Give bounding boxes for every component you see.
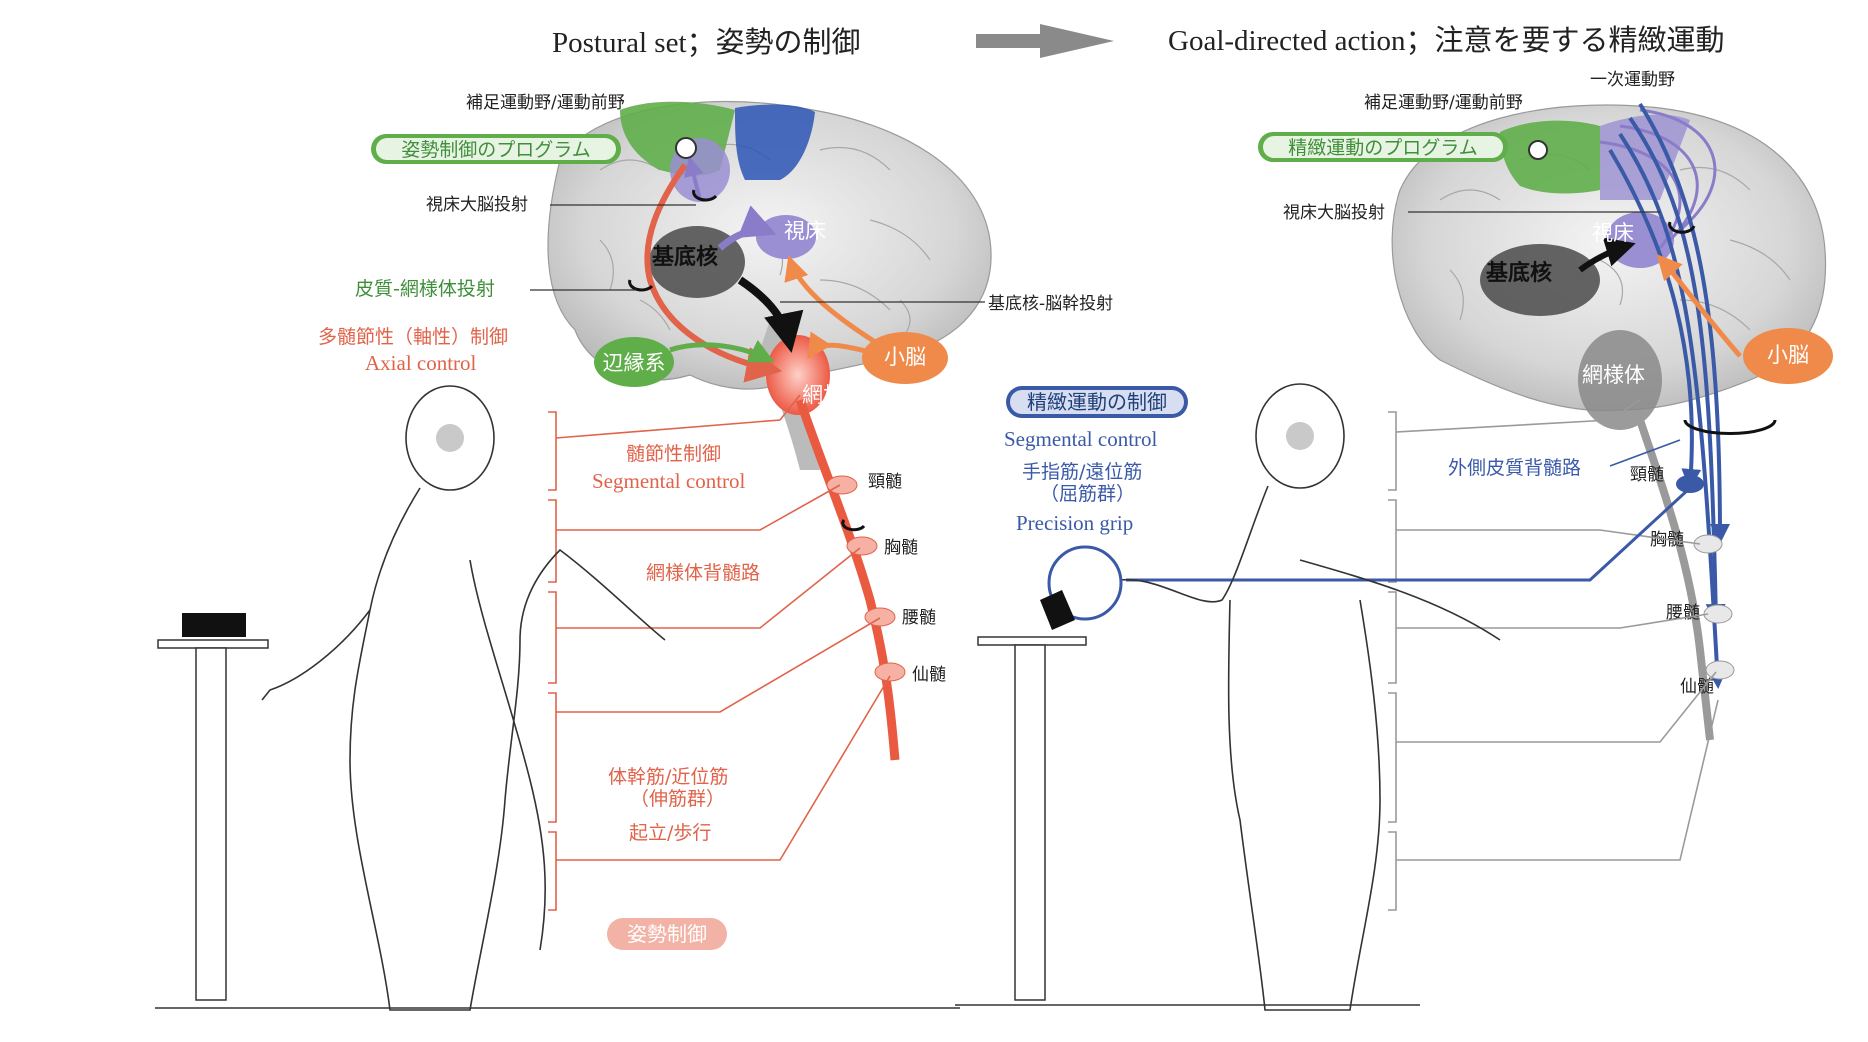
left-label-limbic: 辺縁系	[603, 351, 666, 375]
right-fine-control-pill: 精緻運動の制御	[1006, 386, 1188, 418]
right-label-primary-motor: 一次運動野	[1590, 70, 1675, 90]
left-label-reticulospinal: 網様体背髄路	[646, 562, 760, 584]
right-program-pill: 精緻運動のプログラム	[1258, 132, 1508, 162]
right-label-lateral-cst: 外側皮質背髄路	[1448, 457, 1581, 479]
left-label-bg-brainstem: 基底核-脳幹投射	[988, 293, 1113, 314]
right-label-sma: 補足運動野/運動前野	[1364, 93, 1523, 113]
right-label-flexors: （屈筋群）	[1040, 483, 1135, 505]
left-label-sacral: 仙髄	[912, 665, 946, 685]
right-label-precision-grip: Precision grip	[1016, 511, 1133, 535]
left-label-segmental-en: Segmental control	[592, 469, 746, 493]
left-postural-badge: 姿勢制御	[607, 918, 727, 950]
left-label-cervical: 頸髄	[868, 472, 902, 492]
left-spinal-cord	[800, 400, 905, 760]
left-label-sma: 補足運動野/運動前野	[466, 93, 625, 113]
right-brain	[1392, 104, 1833, 740]
left-label-thalamocortical: 視床大脳投射	[426, 195, 528, 215]
left-label-segmental-jp: 髄節性制御	[626, 443, 721, 465]
transition-arrow	[976, 24, 1114, 58]
title-left: Postural set；姿勢の制御	[552, 26, 861, 59]
left-program-label: 姿勢制御のプログラム	[401, 139, 590, 161]
left-label-axial-jp: 多髄節性（軸性）制御	[318, 326, 508, 348]
right-label-basal-ganglia: 基底核	[1486, 260, 1552, 286]
left-program-pill: 姿勢制御のプログラム	[371, 134, 621, 164]
right-label-reticular: 網様体	[1582, 363, 1645, 387]
left-label-thalamus: 視床	[784, 219, 826, 243]
left-label-lumbar: 腰髄	[902, 608, 936, 628]
right-label-finger: 手指筋/遠位筋	[1022, 461, 1142, 483]
left-postural-label: 姿勢制御	[627, 922, 707, 946]
left-label-corticoreticular: 皮質-網様体投射	[355, 278, 495, 300]
left-label-extensors: （伸筋群）	[630, 788, 725, 810]
left-label-trunk: 体幹筋/近位筋	[608, 766, 728, 788]
right-label-thalamus: 視床	[1592, 221, 1634, 245]
left-label-reticular: 網様体	[802, 383, 865, 407]
left-label-standing: 起立/歩行	[629, 822, 711, 844]
left-label-axial-en: Axial control	[365, 351, 477, 375]
left-label-thoracic: 胸髄	[884, 538, 918, 558]
right-label-thalamocortical: 視床大脳投射	[1283, 203, 1385, 223]
right-label-segmental-en: Segmental control	[1004, 427, 1158, 451]
right-fine-control-label: 精緻運動の制御	[1027, 390, 1167, 414]
left-label-cerebellum: 小脳	[884, 345, 926, 369]
right-program-label: 精緻運動のプログラム	[1288, 137, 1477, 159]
title-right: Goal-directed action；注意を要する精緻運動	[1168, 24, 1725, 57]
left-label-basal-ganglia: 基底核	[652, 244, 718, 270]
right-label-cerebellum: 小脳	[1767, 343, 1809, 367]
right-label-cervical: 頸髄	[1630, 465, 1664, 485]
right-grip-projection	[1126, 488, 1690, 580]
